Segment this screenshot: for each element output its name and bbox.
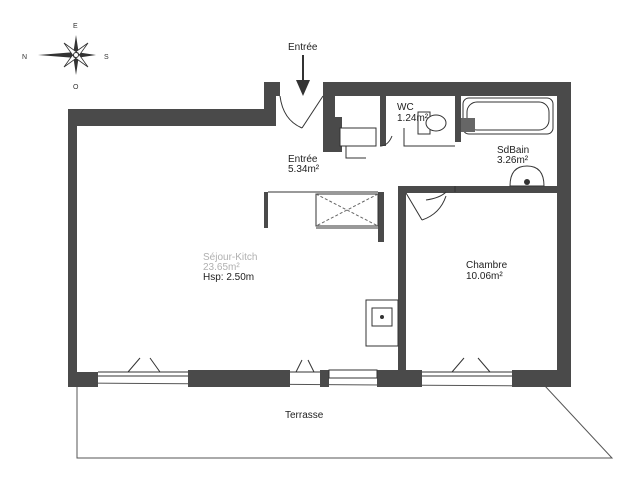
window-chambre bbox=[422, 357, 512, 377]
entry-closet bbox=[268, 191, 379, 229]
chambre-door bbox=[405, 192, 447, 221]
toilet-icon bbox=[417, 111, 447, 135]
kitchen-sink-icon bbox=[365, 299, 399, 347]
bathtub-icon bbox=[461, 97, 554, 135]
entry-arrow-label: Entrée bbox=[288, 42, 318, 53]
compass-north-label: N bbox=[22, 54, 27, 61]
window-sejour-mid bbox=[290, 359, 320, 373]
room-sdbain-area: 3.26m² bbox=[497, 155, 529, 166]
window-terrace-door bbox=[328, 369, 378, 379]
entry-arrow-icon bbox=[296, 55, 310, 96]
room-wc-name: WC bbox=[397, 102, 414, 113]
room-terrasse-name: Terrasse bbox=[285, 410, 324, 421]
entry-door bbox=[279, 95, 324, 129]
compass-east-label: E bbox=[73, 23, 78, 30]
compass-rose-icon bbox=[38, 35, 96, 75]
room-sejour-area: 23.65m² bbox=[203, 262, 240, 273]
room-chambre-name: Chambre bbox=[466, 260, 508, 271]
sink-icon bbox=[509, 165, 545, 187]
terrace-outline bbox=[76, 382, 614, 459]
interior-walls bbox=[264, 82, 557, 372]
bathroom-door bbox=[425, 186, 456, 201]
room-entree-name: Entrée bbox=[288, 154, 318, 165]
room-entree-area: 5.34m² bbox=[288, 164, 320, 175]
room-sejour-name: Séjour-Kitch bbox=[203, 252, 257, 263]
exterior-walls bbox=[68, 82, 571, 387]
window-sejour-left bbox=[98, 357, 188, 377]
room-sejour-height: Hsp: 2.50m bbox=[203, 272, 254, 283]
room-sdbain-name: SdBain bbox=[497, 145, 529, 156]
wc-door bbox=[379, 135, 393, 147]
compass-west-label: O bbox=[73, 84, 79, 91]
room-wc-area: 1.24m² bbox=[397, 113, 429, 124]
compass-south-label: S bbox=[104, 54, 109, 61]
room-chambre-area: 10.06m² bbox=[466, 271, 503, 282]
closet-entry bbox=[339, 127, 377, 147]
